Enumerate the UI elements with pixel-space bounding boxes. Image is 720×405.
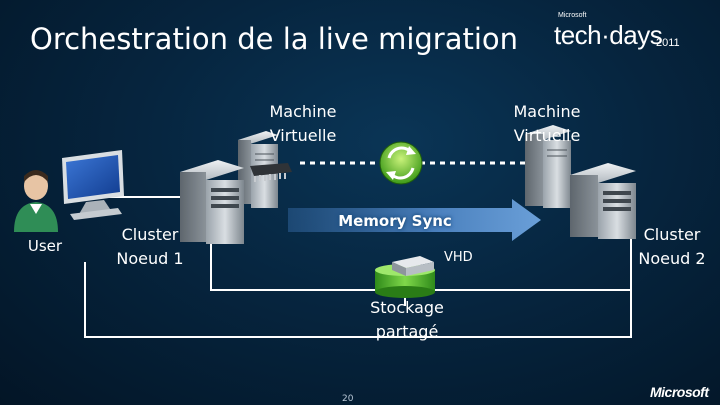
user-bottom-line bbox=[84, 262, 632, 338]
vhd-label: VHD bbox=[444, 250, 473, 265]
memory-sync-label: Memory Sync bbox=[338, 212, 452, 230]
cluster-node1-label-line1: Cluster bbox=[121, 225, 179, 244]
storage-label-line2: partagé bbox=[375, 322, 439, 341]
storage-label: Stockage partagé bbox=[362, 296, 452, 344]
cluster-node2-server-icon bbox=[570, 163, 636, 239]
vm-right-label: Machine Virtuelle bbox=[502, 100, 592, 148]
sync-icon bbox=[379, 141, 423, 185]
slide-title: Orchestration de la live migration bbox=[30, 22, 519, 56]
cluster-node2-label: Cluster Noeud 2 bbox=[630, 223, 714, 271]
vm-right-label-line1: Machine bbox=[513, 102, 581, 121]
vm-right-label-line2: Virtuelle bbox=[513, 126, 581, 145]
vm-left-label-line1: Machine bbox=[269, 102, 337, 121]
user-computer-icon bbox=[62, 150, 124, 220]
memory-chip-icon bbox=[250, 163, 292, 182]
cluster-node2-label-line1: Cluster bbox=[643, 225, 701, 244]
logo-year: 2011 bbox=[656, 37, 680, 49]
logo-brand: Microsoft bbox=[558, 12, 587, 19]
vm-right-server-icon bbox=[525, 125, 571, 208]
vm-left-label: Machine Virtuelle bbox=[258, 100, 348, 148]
logo-name: tech·days bbox=[554, 20, 663, 50]
cluster-node1-server-icon bbox=[180, 160, 244, 244]
user-label: User bbox=[27, 237, 63, 255]
vm-left-label-line2: Virtuelle bbox=[269, 126, 337, 145]
memory-sync-arrow bbox=[288, 199, 541, 241]
techdays-logo: Microsoft tech·days 2011 bbox=[550, 10, 690, 54]
microsoft-logo: Microsoft bbox=[650, 384, 709, 400]
storage-label-line1: Stockage bbox=[370, 298, 444, 317]
cluster-node1-label-line2: Noeud 1 bbox=[116, 249, 184, 268]
cluster-node2-label-line2: Noeud 2 bbox=[638, 249, 706, 268]
page-number: 20 bbox=[342, 394, 354, 404]
user-person-icon bbox=[14, 170, 58, 232]
shared-storage-icon bbox=[375, 256, 435, 298]
cluster-node1-label: Cluster Noeud 1 bbox=[108, 223, 192, 271]
